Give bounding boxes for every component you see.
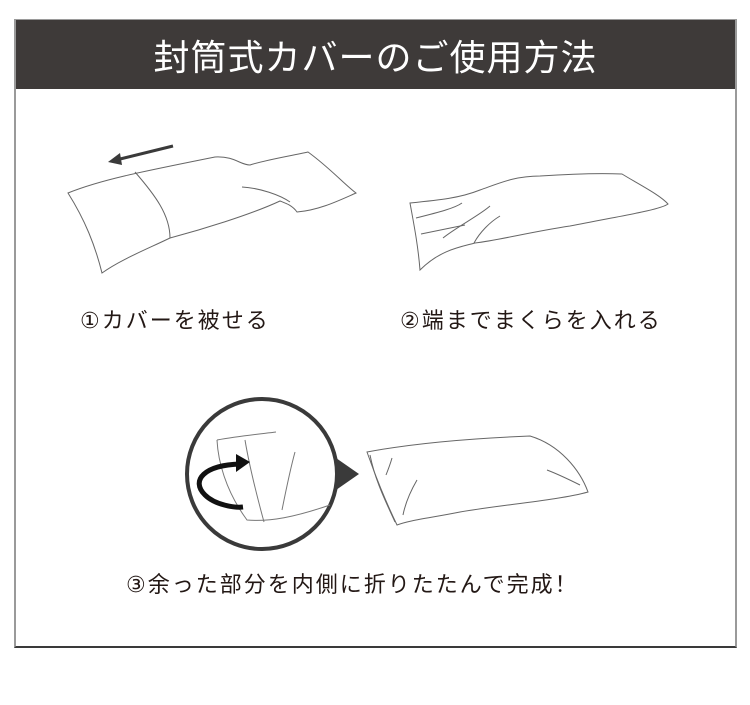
step-3-caption: ③余った部分を内側に折りたたんで完成！ bbox=[126, 567, 579, 599]
step-2-number: ② bbox=[400, 309, 422, 334]
step-3-label: 余った部分を内側に折りたたんで完成！ bbox=[147, 573, 579, 598]
instruction-panel: 封筒式カバーのご使用方法 bbox=[14, 19, 737, 648]
step-2-caption: ②端までまくらを入れる bbox=[400, 303, 662, 335]
page-title: 封筒式カバーのご使用方法 bbox=[16, 20, 735, 89]
page-title-text: 封筒式カバーのご使用方法 bbox=[153, 37, 598, 79]
step-1-number: ① bbox=[80, 309, 102, 334]
step-1-caption: ①カバーを被せる bbox=[80, 303, 270, 335]
step-2-label: 端までまくらを入れる bbox=[421, 309, 662, 334]
step-3-number: ③ bbox=[126, 573, 148, 598]
step-1-label: カバーを被せる bbox=[101, 309, 270, 334]
